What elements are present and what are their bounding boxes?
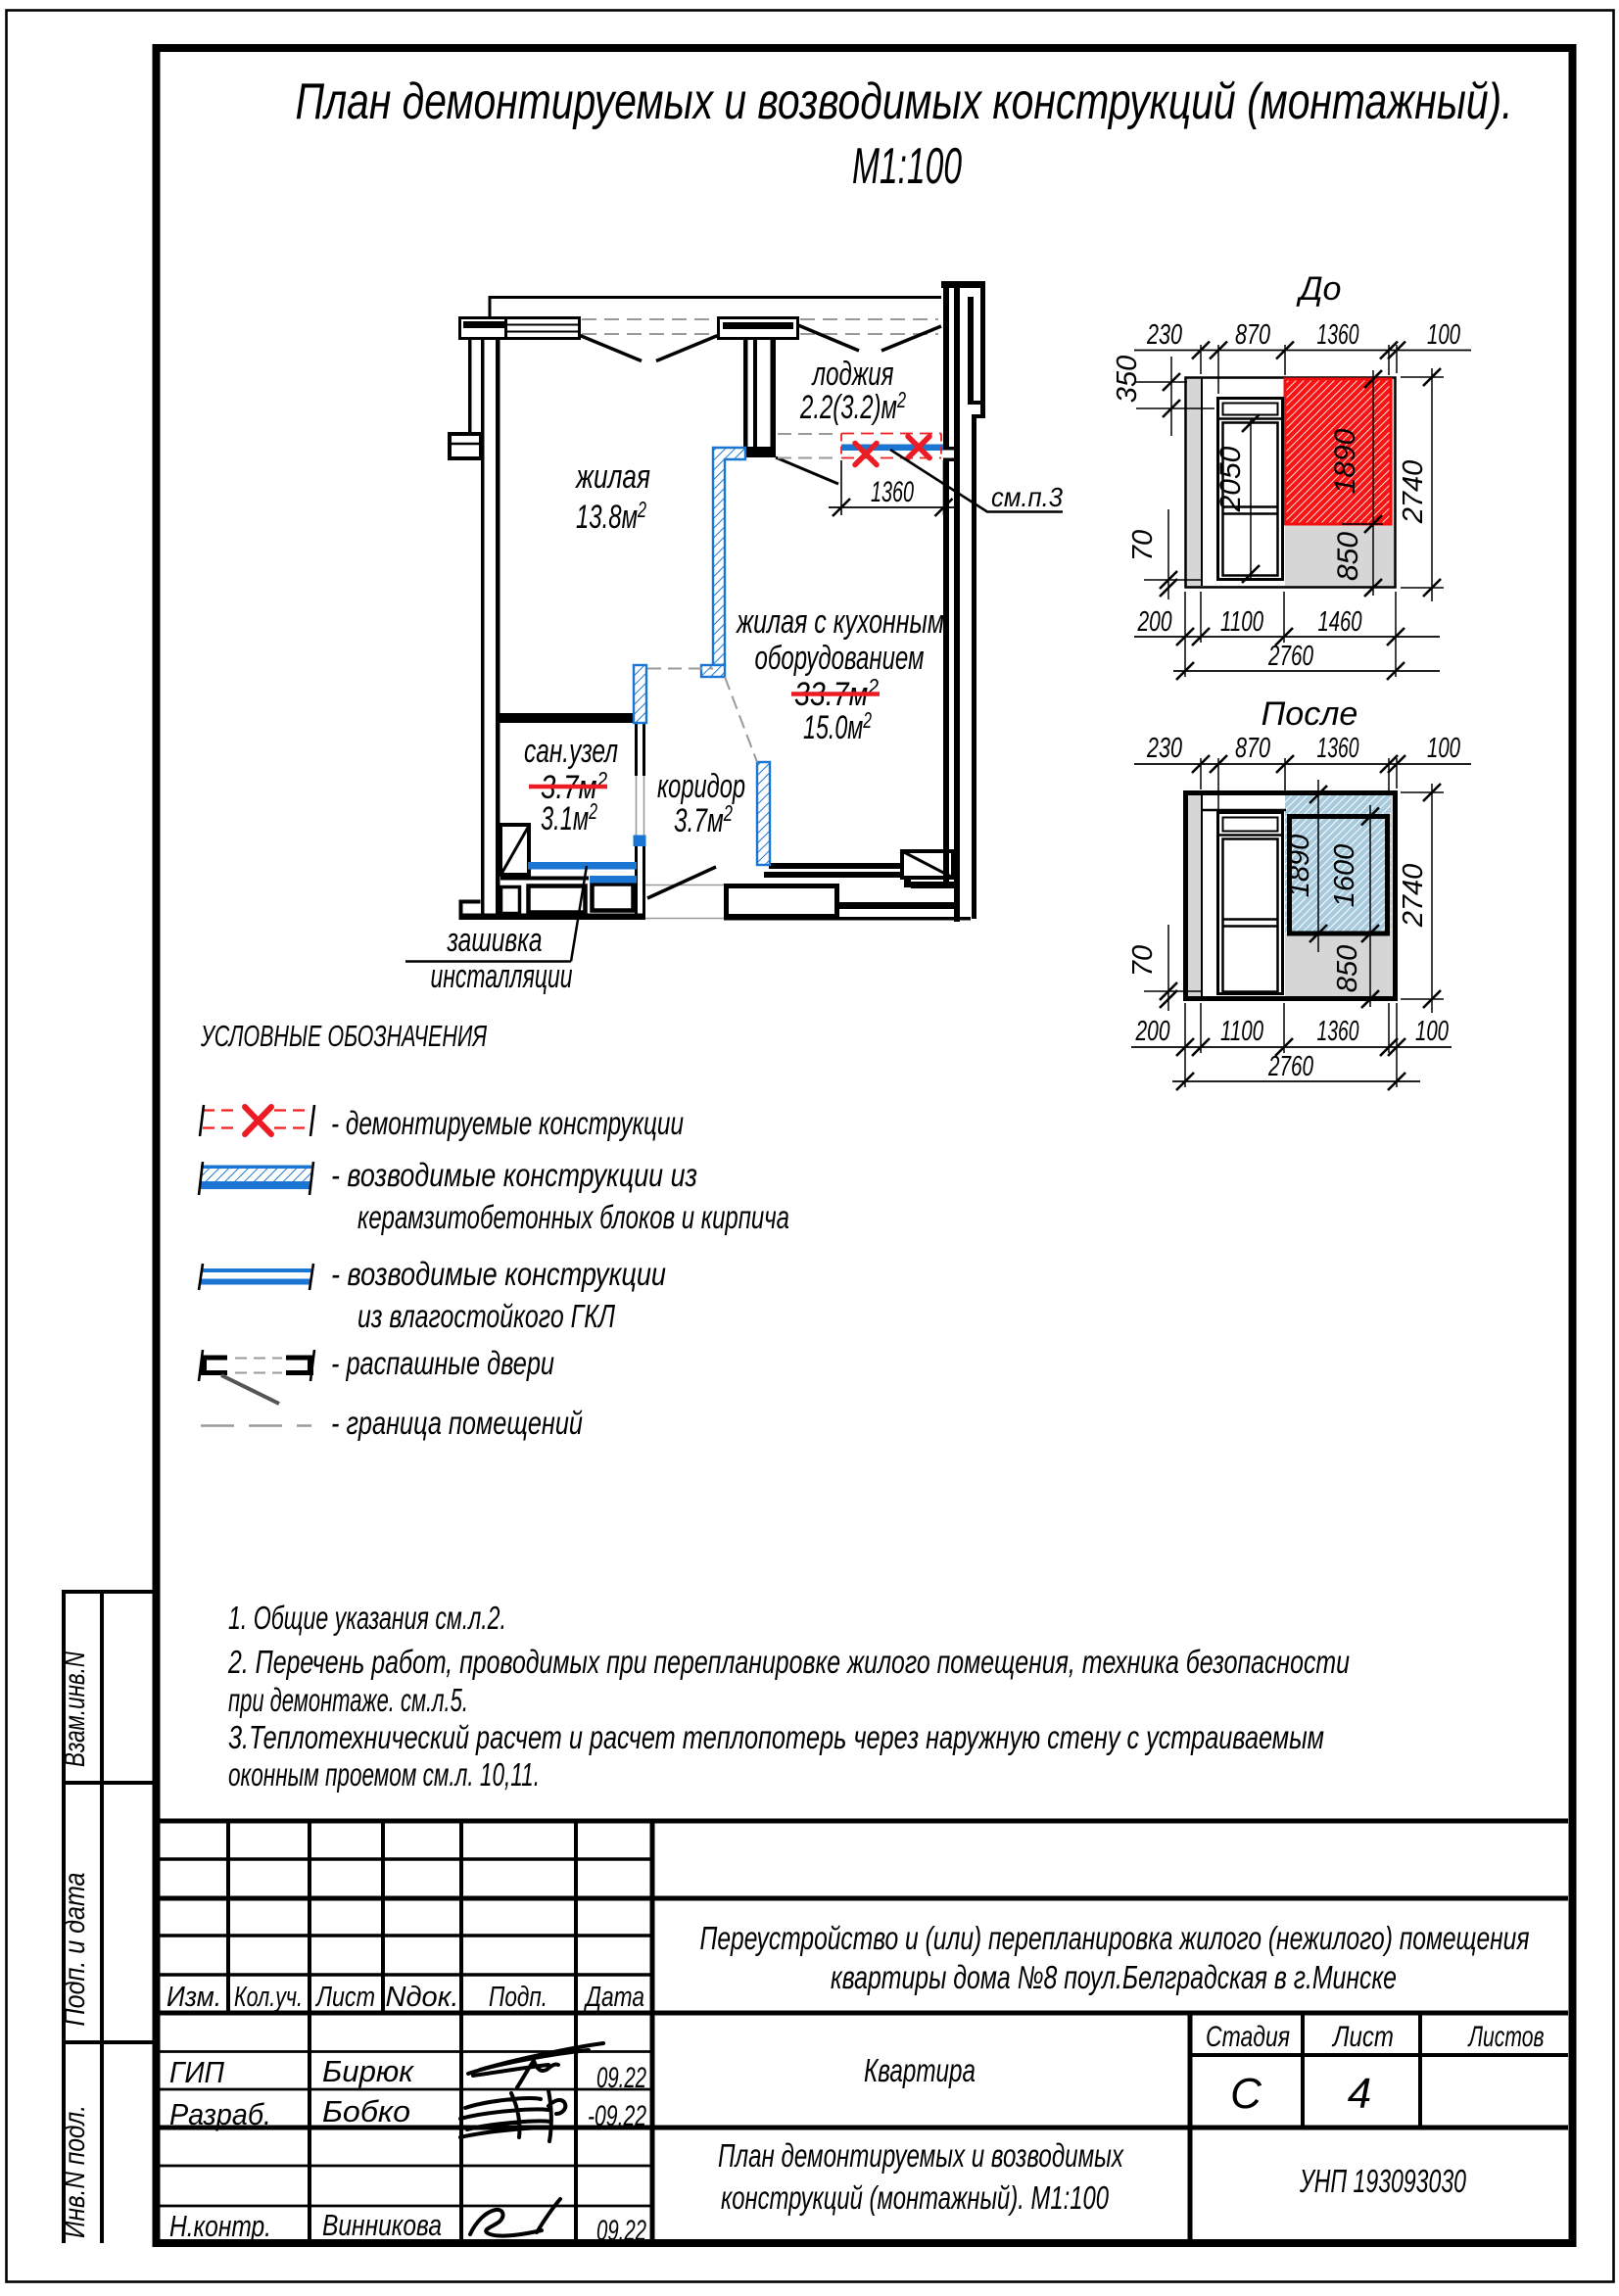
svg-text:13.8м2: 13.8м2: [576, 497, 646, 536]
svg-text:230: 230: [1146, 319, 1182, 351]
svg-text:3.7м2: 3.7м2: [674, 800, 733, 839]
svg-text:1890: 1890: [1329, 428, 1361, 494]
svg-text:1890: 1890: [1284, 835, 1315, 898]
svg-text:Nдок.: Nдок.: [386, 1982, 459, 2013]
svg-text:До: До: [1296, 270, 1342, 308]
svg-text:2. Перечень работ, проводимых: 2. Перечень работ, проводимых при перепл…: [227, 1644, 1350, 1680]
svg-text:4: 4: [1348, 2070, 1371, 2118]
svg-text:из влагостойкого ГКЛ: из влагостойкого ГКЛ: [357, 1298, 615, 1334]
svg-text:1460: 1460: [1318, 606, 1362, 638]
svg-text:70: 70: [1127, 945, 1159, 977]
svg-text:см.п.3: см.п.3: [991, 482, 1063, 512]
svg-text:жилая с кухонным: жилая с кухонным: [736, 603, 944, 641]
svg-text:- возводимые конструкции: - возводимые конструкции: [331, 1256, 666, 1292]
svg-text:2760: 2760: [1267, 1051, 1313, 1082]
svg-text:оконным проемом см.л. 10,11.: оконным проемом см.л. 10,11.: [228, 1756, 540, 1793]
svg-text:зашивка: зашивка: [447, 922, 543, 959]
svg-text:-09.22: -09.22: [588, 2100, 646, 2132]
svg-text:Инв.N подл.: Инв.N подл.: [59, 2105, 91, 2238]
svg-text:сан.узел: сан.узел: [524, 733, 618, 770]
svg-text:870: 870: [1235, 319, 1270, 351]
svg-text:ГИП: ГИП: [169, 2055, 224, 2089]
svg-text:керамзитобетонных блоков и кир: керамзитобетонных блоков и кирпича: [357, 1199, 789, 1235]
svg-text:1360: 1360: [1317, 319, 1359, 351]
svg-text:План демонтируемых и возвод: План демонтируемых и возводимых конструк…: [296, 73, 1513, 130]
svg-text:С: С: [1230, 2070, 1262, 2118]
svg-text:Бирюк: Бирюк: [322, 2054, 414, 2088]
svg-text:оборудованием: оборудованием: [755, 640, 925, 677]
svg-text:Лист: Лист: [314, 1982, 375, 2013]
svg-text:коридор: коридор: [657, 768, 745, 805]
svg-text:лоджия: лоджия: [811, 356, 893, 393]
svg-text:Листов: Листов: [1467, 2021, 1544, 2053]
svg-text:жилая: жилая: [574, 458, 650, 496]
svg-text:квартиры дома №8 поул.Белградс: квартиры дома №8 поул.Белградская в г.Ми…: [831, 1959, 1397, 1995]
svg-text:инсталляции: инсталляции: [431, 958, 573, 995]
svg-text:План демонтируемых и возводимы: План демонтируемых и возводимых: [718, 2137, 1124, 2174]
svg-text:850: 850: [1332, 945, 1363, 992]
svg-text:Н.контр.: Н.контр.: [169, 2209, 271, 2243]
svg-text:Кол.уч.: Кол.уч.: [234, 1982, 303, 2013]
svg-text:- распашные двери: - распашные двери: [331, 1345, 554, 1381]
svg-text:09.22: 09.22: [596, 2215, 646, 2247]
svg-text:УСЛОВНЫЕ ОБОЗНАЧЕНИЯ: УСЛОВНЫЕ ОБОЗНАЧЕНИЯ: [200, 1019, 487, 1053]
svg-text:1360: 1360: [871, 476, 914, 508]
svg-text:- демонтируемые конструкции: - демонтируемые конструкции: [331, 1105, 684, 1141]
svg-text:870: 870: [1235, 733, 1270, 764]
svg-text:100: 100: [1415, 1016, 1449, 1047]
svg-text:2740: 2740: [1398, 460, 1429, 525]
svg-text:850: 850: [1332, 532, 1364, 581]
svg-text:1360: 1360: [1317, 1016, 1359, 1047]
svg-text:Подп. и дата: Подп. и дата: [59, 1873, 91, 2027]
svg-text:Дата: Дата: [584, 1982, 644, 2013]
svg-text:230: 230: [1146, 733, 1182, 764]
svg-text:при демонтаже. см.л.5.: при демонтаже. см.л.5.: [228, 1682, 468, 1718]
svg-text:Лист: Лист: [1331, 2021, 1394, 2053]
svg-text:2760: 2760: [1267, 641, 1313, 672]
svg-text:Квартира: Квартира: [864, 2052, 976, 2088]
svg-text:2740: 2740: [1398, 864, 1429, 929]
svg-text:УНП 193093030: УНП 193093030: [1299, 2163, 1466, 2199]
svg-text:конструкций (монтажный). М1:10: конструкций (монтажный). М1:100: [721, 2179, 1109, 2216]
svg-text:Переустройство и (или) перепла: Переустройство и (или) перепланировка жи…: [700, 1920, 1530, 1956]
svg-text:200: 200: [1137, 606, 1172, 638]
svg-text:После: После: [1262, 695, 1358, 733]
svg-text:200: 200: [1135, 1016, 1170, 1047]
svg-text:Подп.: Подп.: [489, 1982, 548, 2013]
svg-text:Бобко: Бобко: [322, 2094, 410, 2129]
svg-text:2050: 2050: [1214, 446, 1247, 512]
svg-text:М1:100: М1:100: [852, 138, 962, 195]
svg-text:Изм.: Изм.: [167, 1982, 221, 2013]
svg-text:1. Общие указания см.л.2.: 1. Общие указания см.л.2.: [228, 1600, 506, 1636]
svg-text:2.2(3.2)м2: 2.2(3.2)м2: [799, 387, 906, 426]
svg-text:1600: 1600: [1329, 844, 1360, 908]
svg-text:1100: 1100: [1220, 1016, 1263, 1047]
svg-text:- граница помещений: - граница помещений: [331, 1405, 583, 1441]
svg-text:100: 100: [1427, 733, 1460, 764]
svg-text:Стадия: Стадия: [1206, 2021, 1290, 2053]
svg-text:350: 350: [1112, 356, 1143, 403]
svg-text:15.0м2: 15.0м2: [803, 707, 872, 746]
svg-text:Винникова: Винникова: [322, 2208, 442, 2242]
svg-text:1360: 1360: [1317, 733, 1359, 764]
svg-text:3.Теплотехнический расчет и ра: 3.Теплотехнический расчет и расчет тепло…: [228, 1719, 1324, 1755]
svg-text:- возводимые конструкции из: - возводимые конструкции из: [331, 1157, 697, 1193]
svg-text:09.22: 09.22: [596, 2062, 646, 2094]
svg-text:100: 100: [1427, 319, 1460, 351]
svg-text:Разраб.: Разраб.: [169, 2097, 271, 2131]
svg-text:Взам.инв.N: Взам.инв.N: [59, 1651, 91, 1767]
svg-text:1100: 1100: [1220, 606, 1263, 638]
svg-text:70: 70: [1127, 530, 1159, 561]
svg-text:3.1м2: 3.1м2: [541, 798, 597, 837]
